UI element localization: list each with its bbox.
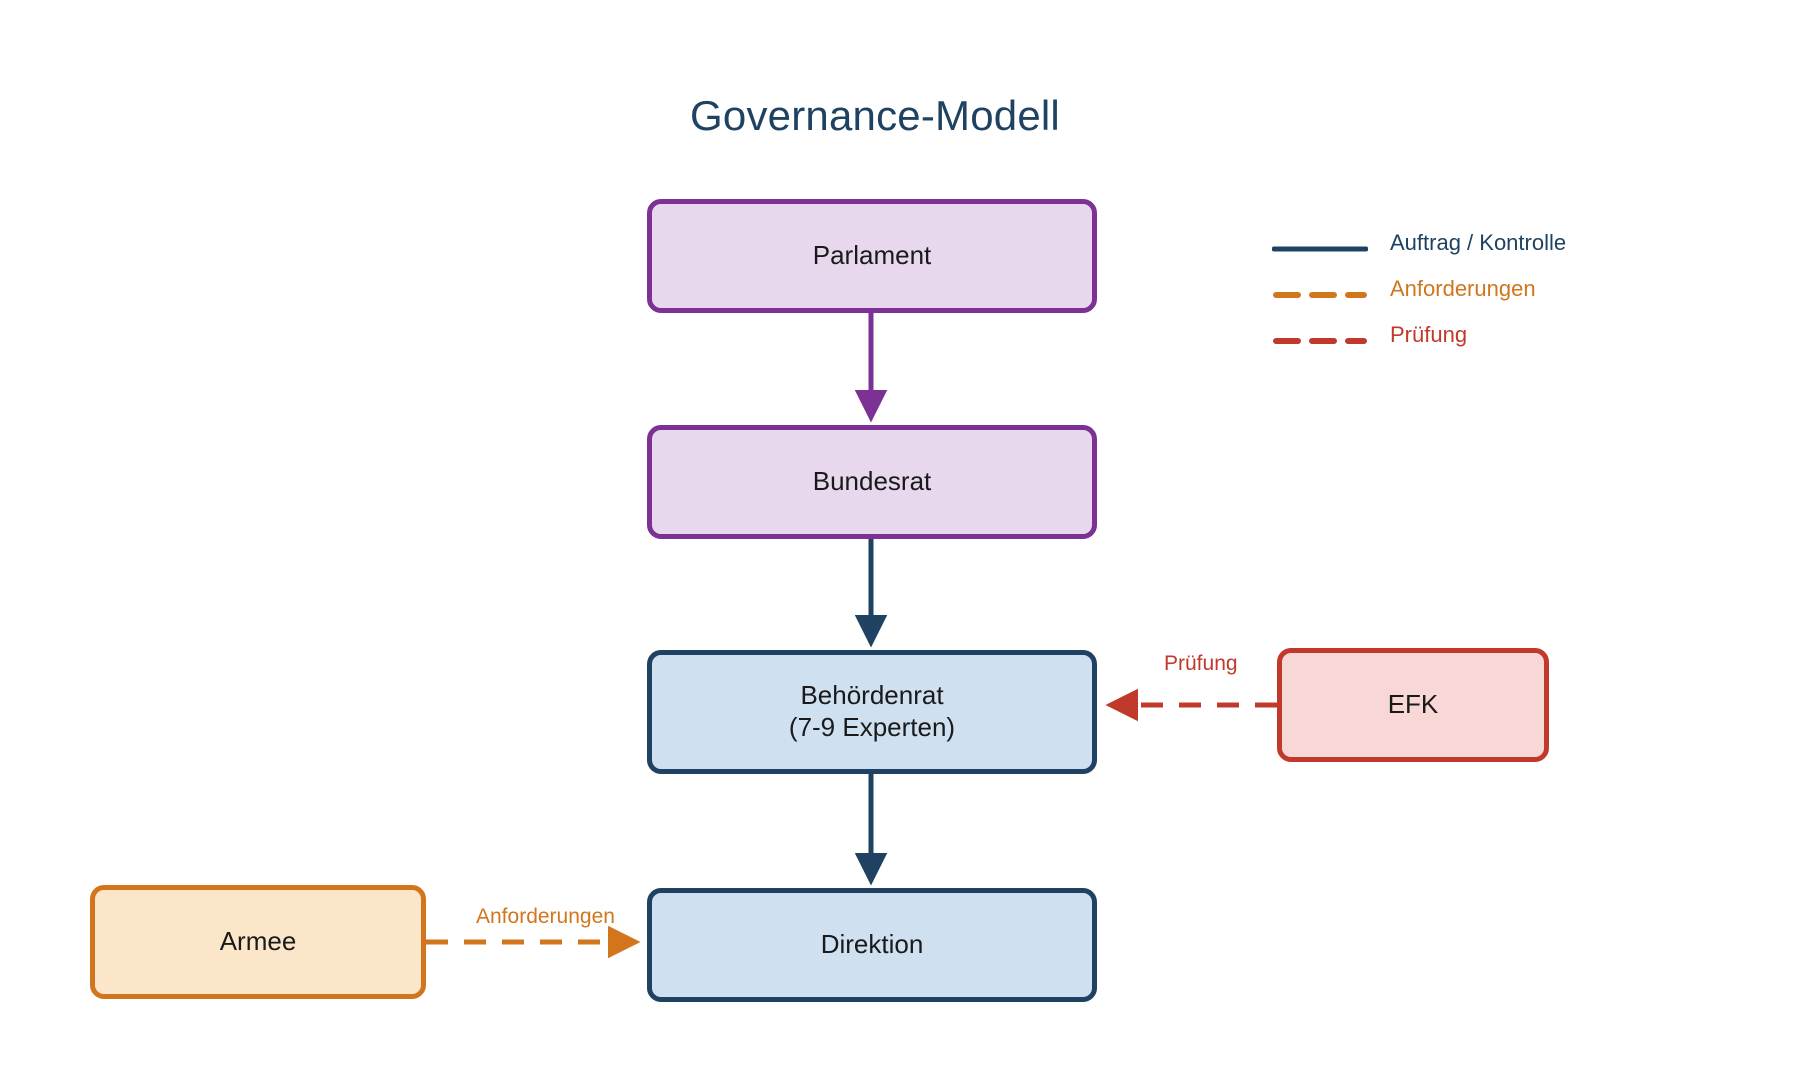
legend-item-auftrag-kontrolle: Auftrag / Kontrolle [1271,230,1672,276]
node-efk[interactable]: EFK [1277,648,1549,762]
node-direktion[interactable]: Direktion [647,888,1097,1002]
node-bundesrat[interactable]: Bundesrat [647,425,1097,539]
node-parlament[interactable]: Parlament [647,199,1097,313]
legend-swatch-dashed-orange [1272,284,1368,306]
page-title: Governance-Modell [690,92,1060,139]
legend-label-anforderungen: Anforderungen [1390,276,1536,301]
node-behoerdenrat-label-line2: (7-9 Experten) [788,712,956,742]
node-efk-label: EFK [1387,689,1439,720]
legend: Auftrag / Kontrolle Anforderungen Prüfun… [1271,230,1672,368]
node-behoerdenrat-label-line1: Behördenrat [800,680,944,711]
legend-label-auftrag-kontrolle: Auftrag / Kontrolle [1390,230,1567,255]
node-armee[interactable]: Armee [90,885,426,999]
edge-label-pruefung: Prüfung [1164,652,1238,675]
node-direktion-label: Direktion [820,929,924,960]
legend-item-pruefung: Prüfung [1272,322,1672,368]
node-behoerdenrat[interactable]: Behördenrat (7-9 Experten) [647,650,1097,774]
edge-label-anforderungen: Anforderungen [476,905,615,928]
node-bundesrat-label: Bundesrat [812,466,932,497]
legend-label-pruefung: Prüfung [1390,322,1468,347]
legend-swatch-solid-navy [1271,238,1369,260]
node-parlament-label: Parlament [812,240,932,271]
legend-item-anforderungen: Anforderungen [1272,276,1672,322]
node-armee-label: Armee [219,926,297,957]
node-behoerdenrat-label-group: Behördenrat (7-9 Experten) [789,680,955,743]
legend-swatch-dashed-red [1272,330,1368,352]
